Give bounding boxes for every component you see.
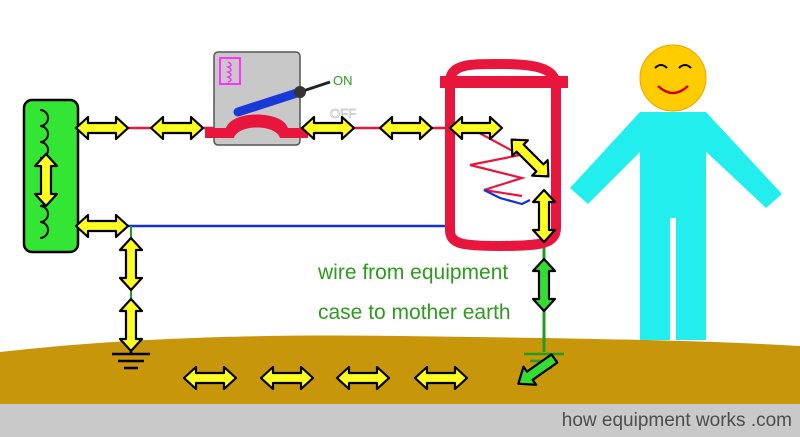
earth-entry-arrow-icon [517,353,559,386]
equipment-case [440,58,568,252]
switch-on-label: ON [333,73,353,88]
footer-text: how equipment works .com [562,410,792,431]
arm-left [570,112,646,204]
switch-contact [205,114,308,138]
caption-line-1: wire from equipment [317,261,508,284]
current-arrow-icon [118,297,144,353]
current-arrow-icon [74,213,130,239]
leg-right [676,216,706,340]
current-arrow-icon [300,115,356,141]
eye-left-icon [654,64,668,69]
spring-icon [225,61,232,83]
torso [640,112,706,218]
switch-pivot [294,86,306,98]
current-arrow-icon [378,115,434,141]
switch-lever[interactable] [233,87,305,117]
earth-current-arrow-icon [531,257,557,313]
bottom-band [0,404,800,437]
arm-right [700,112,782,208]
person [570,44,782,340]
eye-right-icon [678,64,692,69]
caption-line-2: case to mother earth [318,301,511,324]
switch[interactable]: ON OFF [205,51,356,146]
leg-left [640,216,670,340]
element-return [483,189,531,206]
smile-icon [657,85,689,95]
switch-off-label: OFF [330,106,356,121]
switch-indicator [219,57,241,85]
current-arrow-icon [149,115,205,141]
current-arrow-icon [118,236,144,292]
current-arrow-icon [74,115,130,141]
face [639,44,707,112]
